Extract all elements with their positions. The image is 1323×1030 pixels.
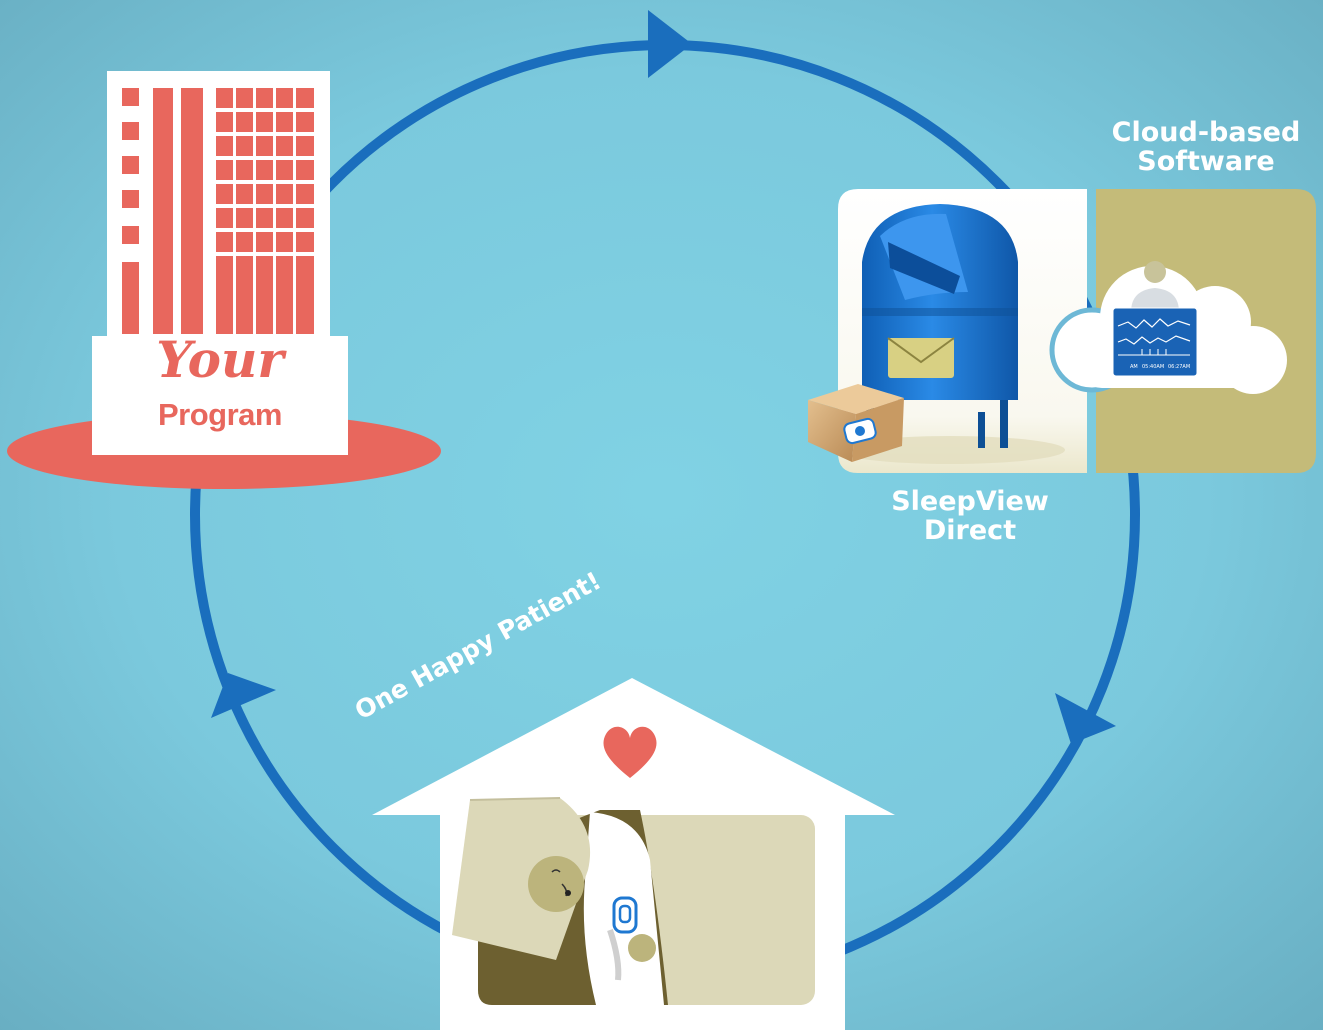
building-icon xyxy=(7,71,441,489)
technician-icon xyxy=(1131,261,1179,312)
sleepview-line2: Direct xyxy=(923,515,1017,546)
program-label: Program xyxy=(158,397,282,432)
cloud-software-line2: Software xyxy=(1137,146,1275,177)
arrow-left-icon xyxy=(211,673,276,718)
arrow-top-icon xyxy=(648,10,692,78)
sleeping-patient-icon xyxy=(452,797,815,1005)
package-icon xyxy=(808,384,904,462)
cloud-software-line1: Cloud-based xyxy=(1111,117,1301,148)
cloud-software-label: Cloud-based Software xyxy=(1088,118,1323,176)
your-label: Your xyxy=(156,330,284,389)
monitor-tick-am: AM xyxy=(1130,364,1138,370)
monitor-tick-time1: 05:40AM xyxy=(1142,364,1164,370)
arrow-right-icon xyxy=(1055,693,1116,744)
monitor-icon: AM 05:40AM 06:27AM xyxy=(1112,307,1198,377)
mailbox-icon xyxy=(862,204,1018,448)
heart-icon xyxy=(603,726,657,778)
sleepview-line1: SleepView xyxy=(891,486,1049,517)
monitor-tick-time2: 06:27AM xyxy=(1168,364,1190,370)
sleepview-direct-label: SleepView Direct xyxy=(860,487,1080,545)
